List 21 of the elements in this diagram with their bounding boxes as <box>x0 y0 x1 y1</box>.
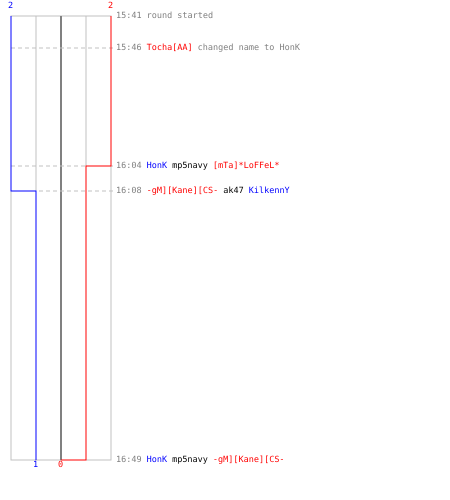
count-label: 0 <box>58 461 64 470</box>
player-name: HonK <box>146 454 168 466</box>
player-name: [mTa]*LoFFeL* <box>212 160 280 172</box>
event-text: changed name to HonK <box>198 42 300 54</box>
weapon-name: mp5navy <box>172 160 208 172</box>
weapon-name: mp5navy <box>172 454 208 466</box>
event-time: 16:49 <box>116 454 142 466</box>
event-text: round started <box>146 10 214 22</box>
count-label: 2 <box>108 2 114 10</box>
weapon-name: ak47 <box>223 185 244 197</box>
count-label: 1 <box>33 461 38 470</box>
player-name: -gM][Kane][CS- <box>212 454 285 466</box>
player-name: Tocha[AA] <box>146 42 193 54</box>
count-label: 2 <box>8 2 14 10</box>
player-name: KilkennY <box>248 185 290 197</box>
event-time: 15:41 <box>116 10 142 22</box>
player-name: -gM][Kane][CS- <box>146 185 218 197</box>
event-time: 16:04 <box>116 160 142 172</box>
player-name: HonK <box>146 160 168 172</box>
event-time: 16:08 <box>116 185 142 197</box>
event-time: 15:46 <box>116 42 142 54</box>
